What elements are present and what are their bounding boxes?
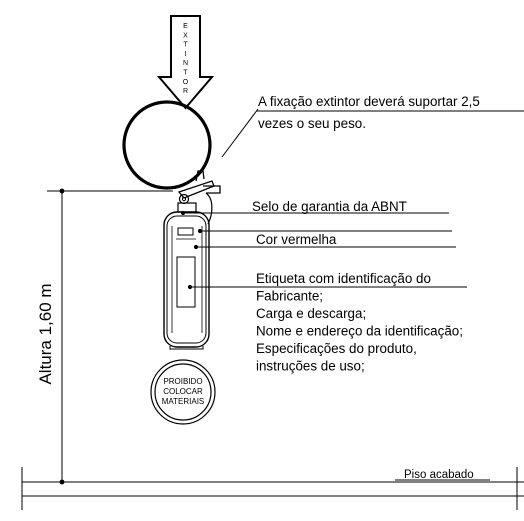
floor-label: Piso acabado [404, 469, 474, 481]
color-note: Cor vermelha [256, 232, 337, 247]
sign-line: MATERIAIS [162, 397, 205, 406]
arrow-letter: N [183, 60, 188, 67]
label-block-line: Nome e endereço da identificação; [256, 324, 463, 339]
arrow-letter: T [183, 42, 188, 49]
seal-note: Selo de garantia da ABNT [252, 199, 407, 214]
label-block-line: Carga e descarga; [256, 306, 366, 321]
arrow-letter: T [183, 70, 188, 77]
sign-line: PROIBIDO [163, 377, 202, 386]
label-block-line: Especificações do produto, [256, 341, 417, 356]
callout-leaders [180, 210, 467, 290]
fixation-leader [221, 108, 259, 158]
label-block-line: Fabricante; [256, 289, 323, 304]
pressure-gauge [178, 193, 190, 205]
wall-hook [122, 100, 212, 190]
arrow-letter: E [183, 23, 188, 30]
hose [205, 192, 213, 225]
fixation-note-line2: vezes o seu peso. [258, 116, 366, 131]
fixation-note-line1: A fixação extintor deverá suportar 2,5 [258, 94, 480, 109]
fire-extinguisher [163, 170, 221, 350]
height-label: Altura 1,60 m [36, 283, 55, 384]
arrow-letter: R [183, 88, 188, 95]
arrow-letter: O [183, 79, 189, 86]
identification-label [176, 256, 196, 308]
sign-line: COLOCAR [163, 387, 203, 396]
label-block: Etiqueta com identificação do Fabricante;… [256, 271, 463, 374]
abnt-seal [177, 227, 194, 236]
height-dimension: Altura 1,60 m [36, 188, 173, 485]
floor: Piso acabado [21, 467, 524, 510]
arrow-letter: I [185, 51, 187, 58]
label-block-line: instruções de uso; [256, 359, 365, 374]
arrow-letter: X [183, 32, 188, 39]
notes: A fixação extintor deverá suportar 2,5 v… [252, 94, 480, 374]
label-block-line: Etiqueta com identificação do [256, 271, 431, 286]
